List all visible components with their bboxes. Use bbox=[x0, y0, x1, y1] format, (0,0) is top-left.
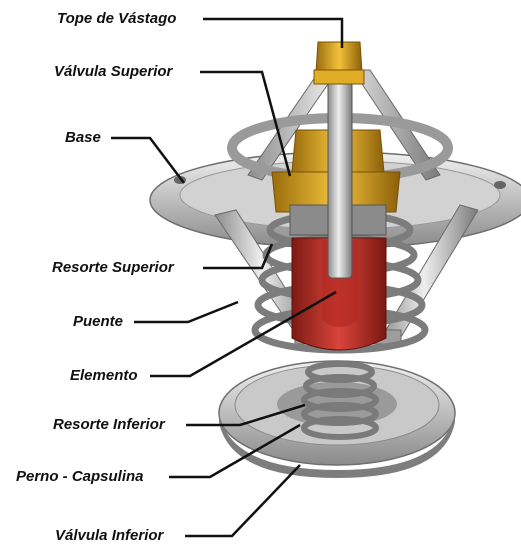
label-elemento: Elemento bbox=[70, 367, 138, 385]
leader-valvula-inferior bbox=[185, 465, 300, 536]
leader-puente bbox=[134, 302, 238, 322]
label-valvula-superior: Válvula Superior bbox=[54, 63, 172, 81]
label-puente: Puente bbox=[73, 313, 123, 331]
label-valvula-inferior: Válvula Inferior bbox=[55, 527, 163, 545]
stem bbox=[328, 58, 352, 278]
label-base: Base bbox=[65, 129, 101, 147]
label-perno-capsulina: Perno - Capsulina bbox=[16, 468, 144, 486]
label-resorte-inferior: Resorte Inferior bbox=[53, 416, 165, 434]
label-tope-de-vastago: Tope de Vástago bbox=[57, 10, 176, 28]
stem-stop bbox=[314, 42, 364, 84]
label-resorte-superior: Resorte Superior bbox=[52, 259, 174, 277]
